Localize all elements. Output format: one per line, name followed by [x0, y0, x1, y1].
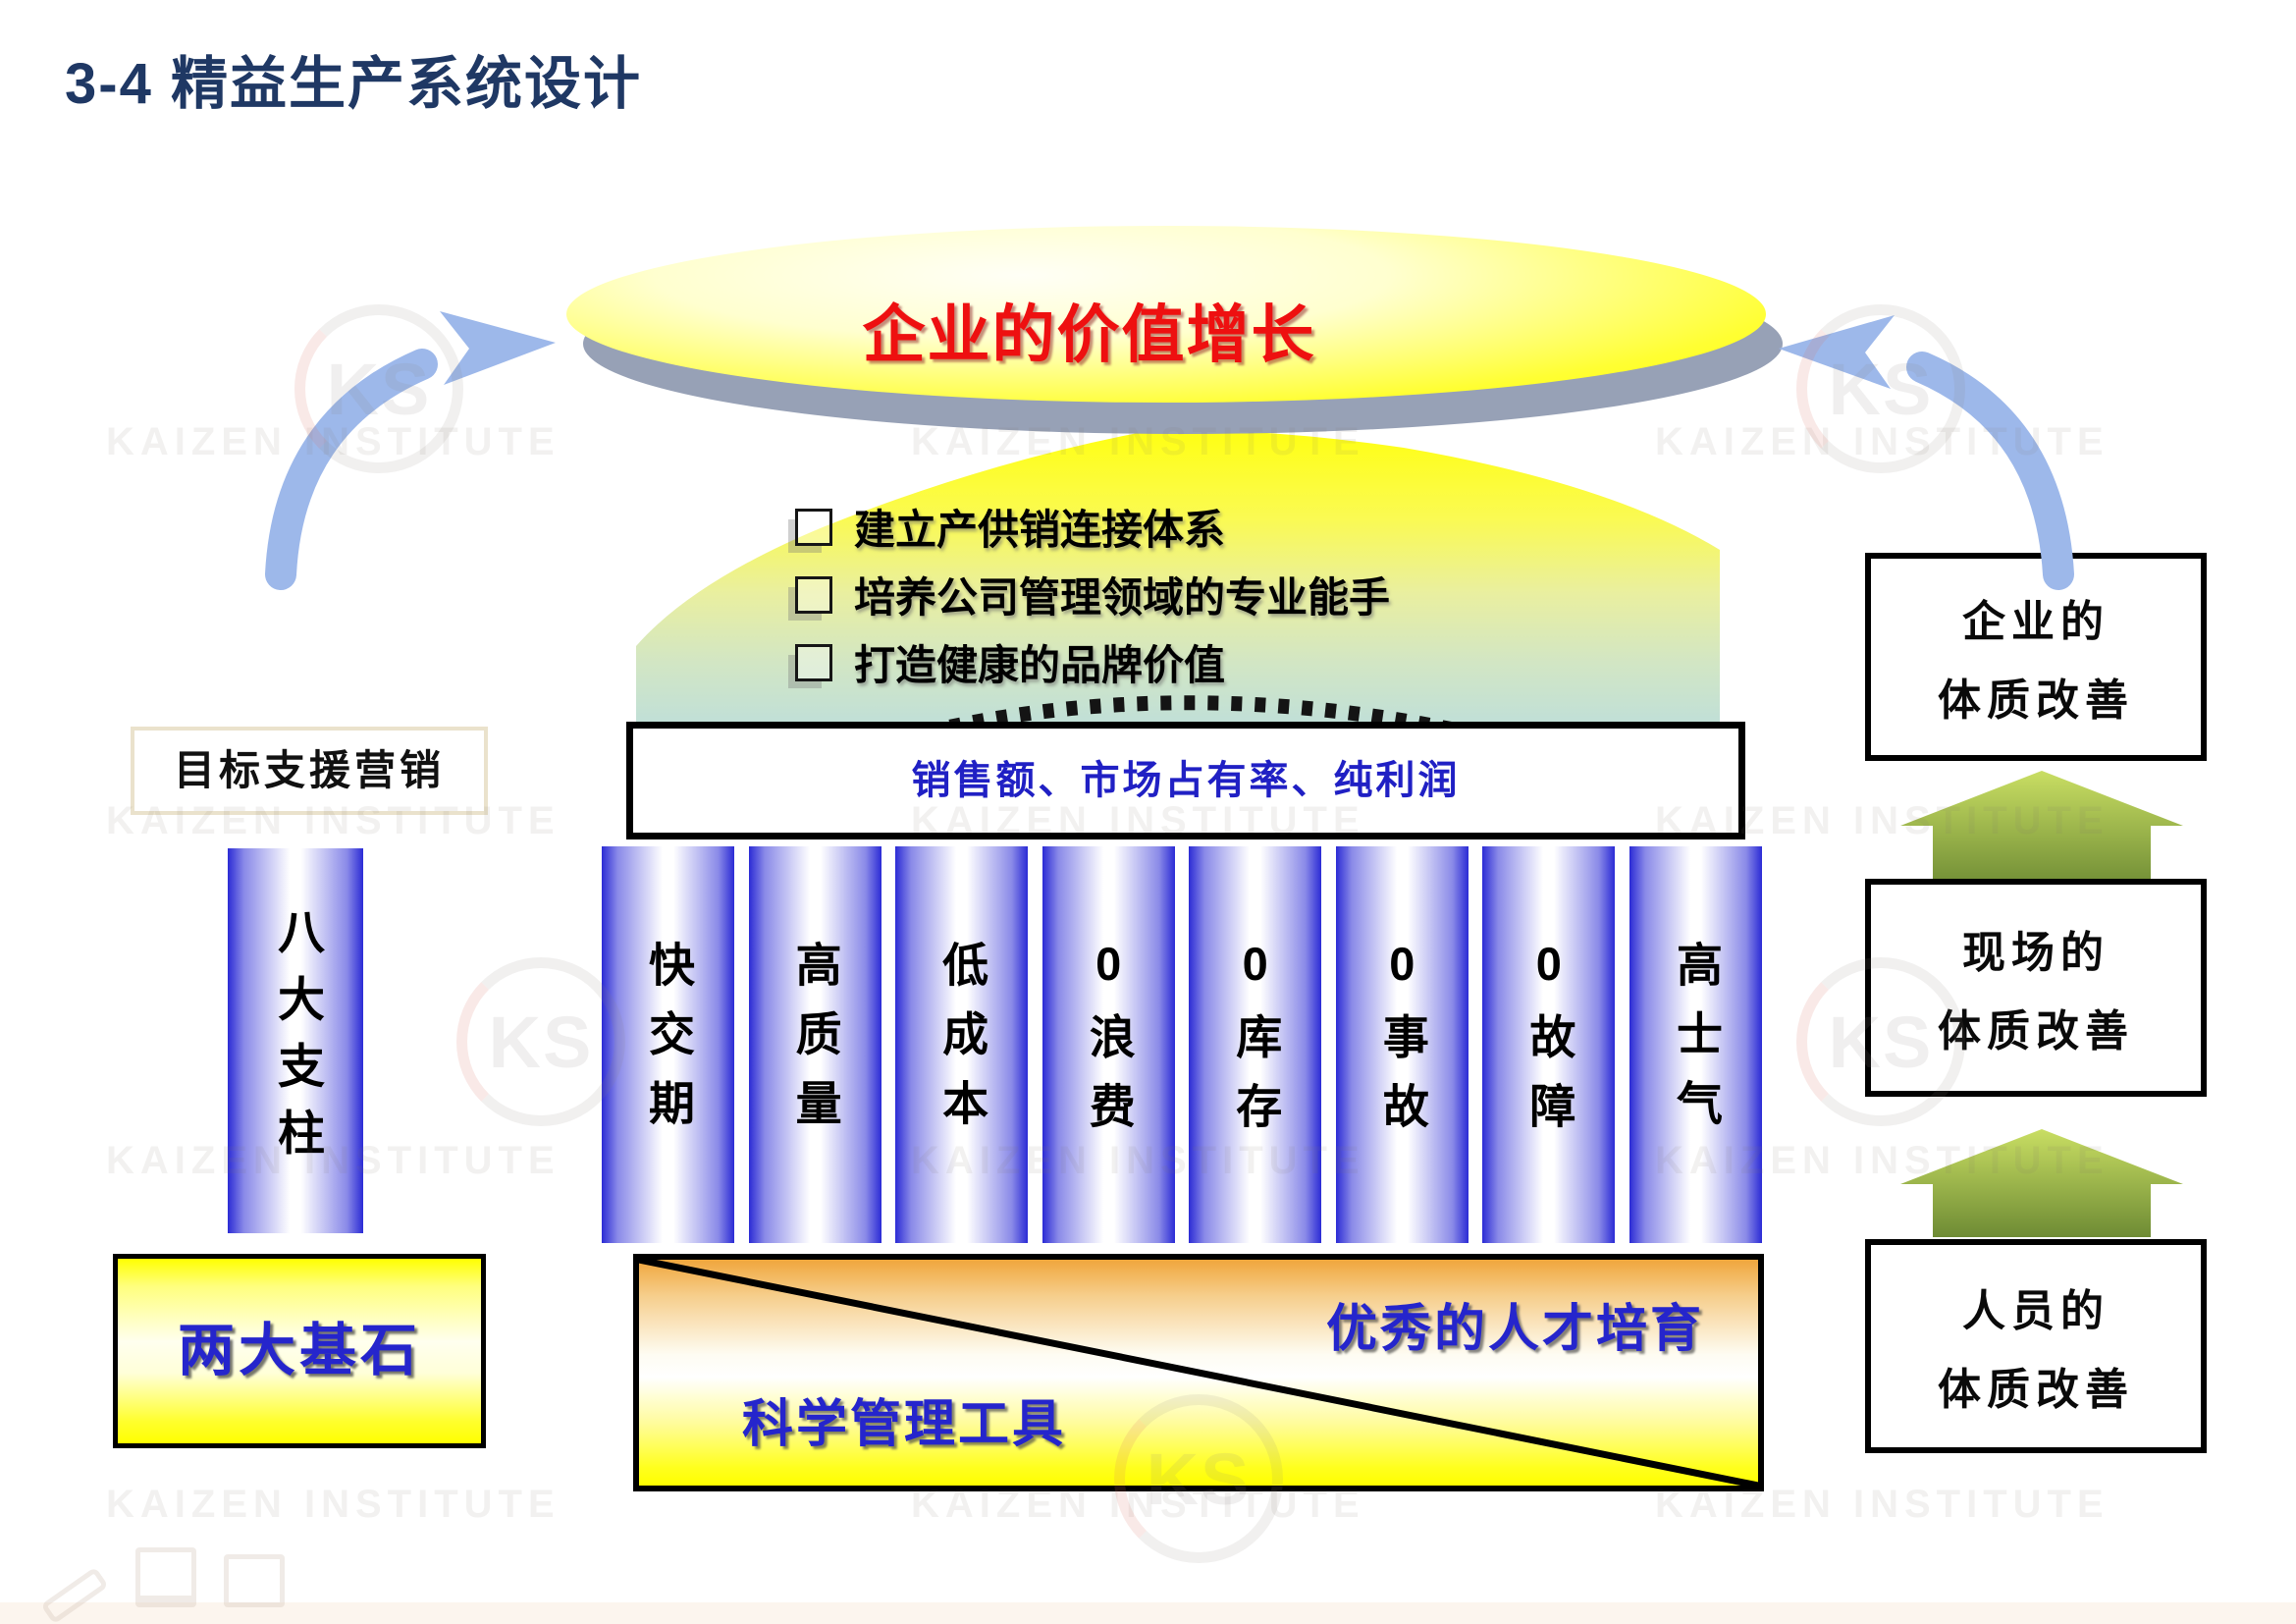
checkbox-icon [795, 575, 832, 614]
ladder-line: 体质改善 [1938, 1007, 2134, 1056]
pillar-label: 0库存 [1229, 938, 1282, 1152]
pillar-label: 快交期 [642, 941, 694, 1149]
footer-strip [0, 1602, 2296, 1624]
talent-label: 优秀的人才培育 [1325, 1301, 1704, 1358]
pillar-label: 0事故 [1375, 938, 1428, 1152]
pillar-eight-label: 八大支柱 [270, 906, 322, 1175]
ladder-line: 现场的 [1962, 929, 2109, 977]
marketing-tag: 目标支援营销 [131, 727, 488, 815]
foundations-box: 两大基石 [113, 1254, 486, 1448]
doc-icon [224, 1554, 285, 1607]
pillar-label: 0故障 [1522, 938, 1575, 1152]
talent-tools-box: 优秀的人才培育 科学管理工具 [633, 1254, 1764, 1491]
goal-ellipse [566, 226, 1766, 403]
kpi-banner: 销售额、市场占有率、纯利润 [626, 722, 1745, 839]
improvement-box-people: 人员的 体质改善 [1865, 1239, 2207, 1453]
ladder-line: 体质改善 [1938, 677, 2134, 725]
strategy-label: 建立产供销连接体系 [854, 507, 1226, 553]
page-title: 3-4 精益生产系统设计 [65, 52, 642, 116]
pyramid-shape [636, 429, 1720, 729]
pillar-label: 高质量 [788, 941, 841, 1149]
goal-label: 企业的价值增长 [862, 299, 1316, 370]
pillar-label: 低成本 [935, 941, 988, 1149]
strategy-item: 打造健康的品牌价值 [795, 632, 1225, 692]
tools-label: 科学管理工具 [742, 1396, 1067, 1453]
improvement-box-enterprise: 企业的 体质改善 [1865, 553, 2207, 761]
pillar-high-morale: 高士气 [1629, 846, 1762, 1243]
footer-icons [40, 1547, 285, 1624]
pillars-row: 快交期 高质量 低成本 0浪费 0库存 0事故 0故障 高士气 [602, 846, 1762, 1243]
improvement-box-gemba: 现场的 体质改善 [1865, 879, 2207, 1097]
pillar-zero-inventory: 0库存 [1189, 846, 1322, 1243]
diagonal-divider [639, 1260, 1758, 1486]
ladder-line: 企业的 [1962, 598, 2109, 646]
ladder-line: 人员的 [1962, 1287, 2109, 1335]
pillar-fast-delivery: 快交期 [602, 846, 734, 1243]
checkbox-icon [795, 643, 832, 681]
ladder-line: 体质改善 [1938, 1366, 2134, 1414]
pillar-label: 0浪费 [1082, 938, 1135, 1152]
pillar-high-quality: 高质量 [748, 846, 881, 1243]
green-up-arrow-2 [1900, 1129, 2183, 1237]
strategy-item: 培养公司管理领域的专业能手 [795, 565, 1390, 624]
green-up-arrow-1 [1900, 771, 2183, 890]
strategy-item: 建立产供销连接体系 [795, 497, 1225, 557]
pillar-eight-pillars: 八大支柱 [228, 848, 363, 1233]
checkbox-icon [795, 508, 832, 546]
kpi-label: 销售额、市场占有率、纯利润 [911, 759, 1461, 802]
card-icon [135, 1547, 196, 1607]
strategy-label: 打造健康的品牌价值 [854, 642, 1226, 688]
strategy-label: 培养公司管理领域的专业能手 [854, 574, 1391, 621]
pillar-zero-accident: 0事故 [1335, 846, 1468, 1243]
pillar-zero-breakdown: 0故障 [1482, 846, 1616, 1243]
pillar-label: 高士气 [1669, 941, 1722, 1149]
foundations-label: 两大基石 [177, 1319, 421, 1382]
pillar-low-cost: 低成本 [895, 846, 1029, 1243]
marketing-label: 目标支援营销 [173, 747, 445, 793]
pillar-zero-waste: 0浪费 [1041, 846, 1175, 1243]
